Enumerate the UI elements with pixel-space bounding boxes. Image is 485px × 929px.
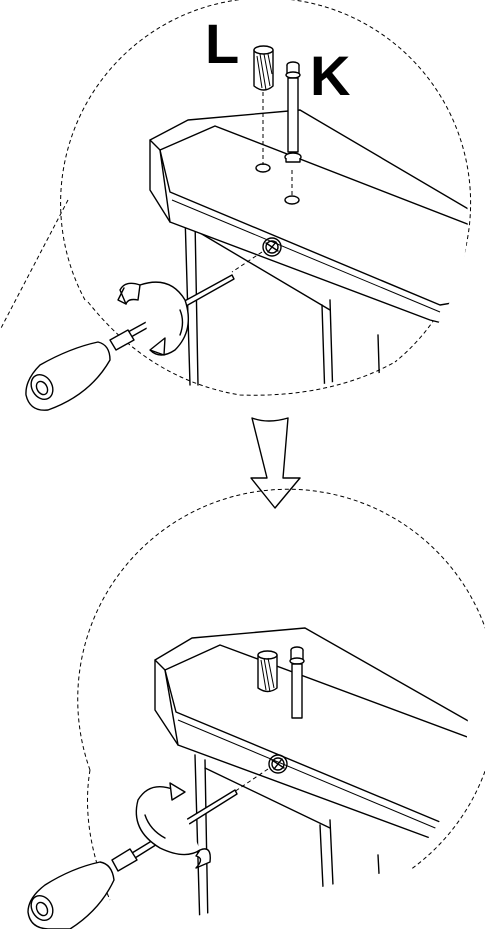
rotate-arrow-icon-bottom [135, 782, 211, 869]
dowel-hole-k-top [284, 195, 300, 205]
cam-dowel-k [284, 61, 302, 163]
detail-circle-top [60, 0, 472, 363]
detail-circle-bottom [77, 488, 485, 871]
rail-bottom [154, 627, 468, 846]
down-arrow-icon [250, 417, 301, 509]
rotate-arrow-icon [117, 281, 189, 356]
label-k: K [310, 44, 350, 107]
cam-lock-bottom [268, 754, 288, 774]
step-1-detail: L K [0, 0, 472, 411]
rail-top [149, 109, 468, 331]
step-2-detail [27, 488, 485, 929]
cam-lock-top [262, 237, 282, 257]
wood-dowel-l [253, 45, 274, 91]
wood-dowel-l-inserted [257, 650, 278, 693]
cam-dowel-k-inserted [289, 646, 305, 719]
callout-leader-top [0, 199, 69, 331]
label-l: L [205, 12, 239, 75]
